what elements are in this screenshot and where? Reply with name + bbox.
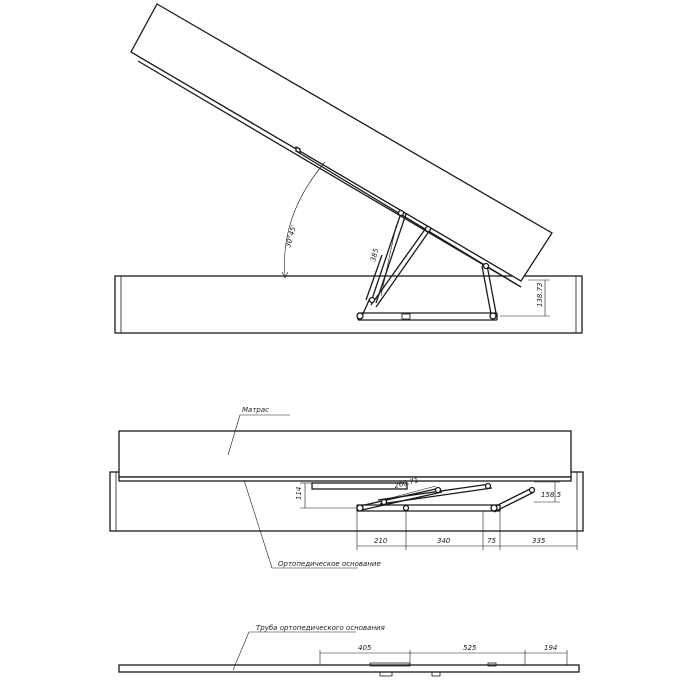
ortho-base-label: Ортопедическое основание: [278, 560, 381, 568]
strut-label: 385: [369, 247, 380, 263]
view-top-lifted: 30°45' 3: [114, 3, 583, 334]
dim-seg1: 210: [374, 537, 388, 545]
tube-dim-seg1: 405: [358, 644, 372, 652]
height-label: 138.73: [536, 283, 544, 308]
dim-height: 114: [295, 487, 303, 500]
view-bottom-tube: Труба ортопедического основания 405 525 …: [118, 624, 580, 677]
ortho-base: [118, 476, 572, 482]
angle-label: 30°45': [284, 224, 298, 249]
lift-mechanism-middle: [311, 482, 536, 513]
dim-seg3: 75: [487, 537, 496, 545]
tube: [118, 664, 580, 673]
lift-mechanism-top: [356, 209, 498, 321]
dim-seg4: 335: [532, 537, 546, 545]
tube-dim-seg3: 194: [544, 644, 557, 652]
angle-arc: [284, 161, 326, 277]
dim-seg2: 340: [437, 537, 451, 545]
bed-box-top: [114, 275, 583, 334]
view-middle-closed: Матрас Ортопедическое основание: [109, 406, 584, 569]
tube-label: Труба ортопедического основания: [256, 624, 385, 632]
mattress: [118, 430, 572, 478]
dim-right: 158.5: [541, 491, 562, 499]
tube-dim-seg2: 525: [463, 644, 477, 652]
mattress-label: Матрас: [242, 406, 269, 414]
lifted-mattress: [130, 3, 553, 288]
